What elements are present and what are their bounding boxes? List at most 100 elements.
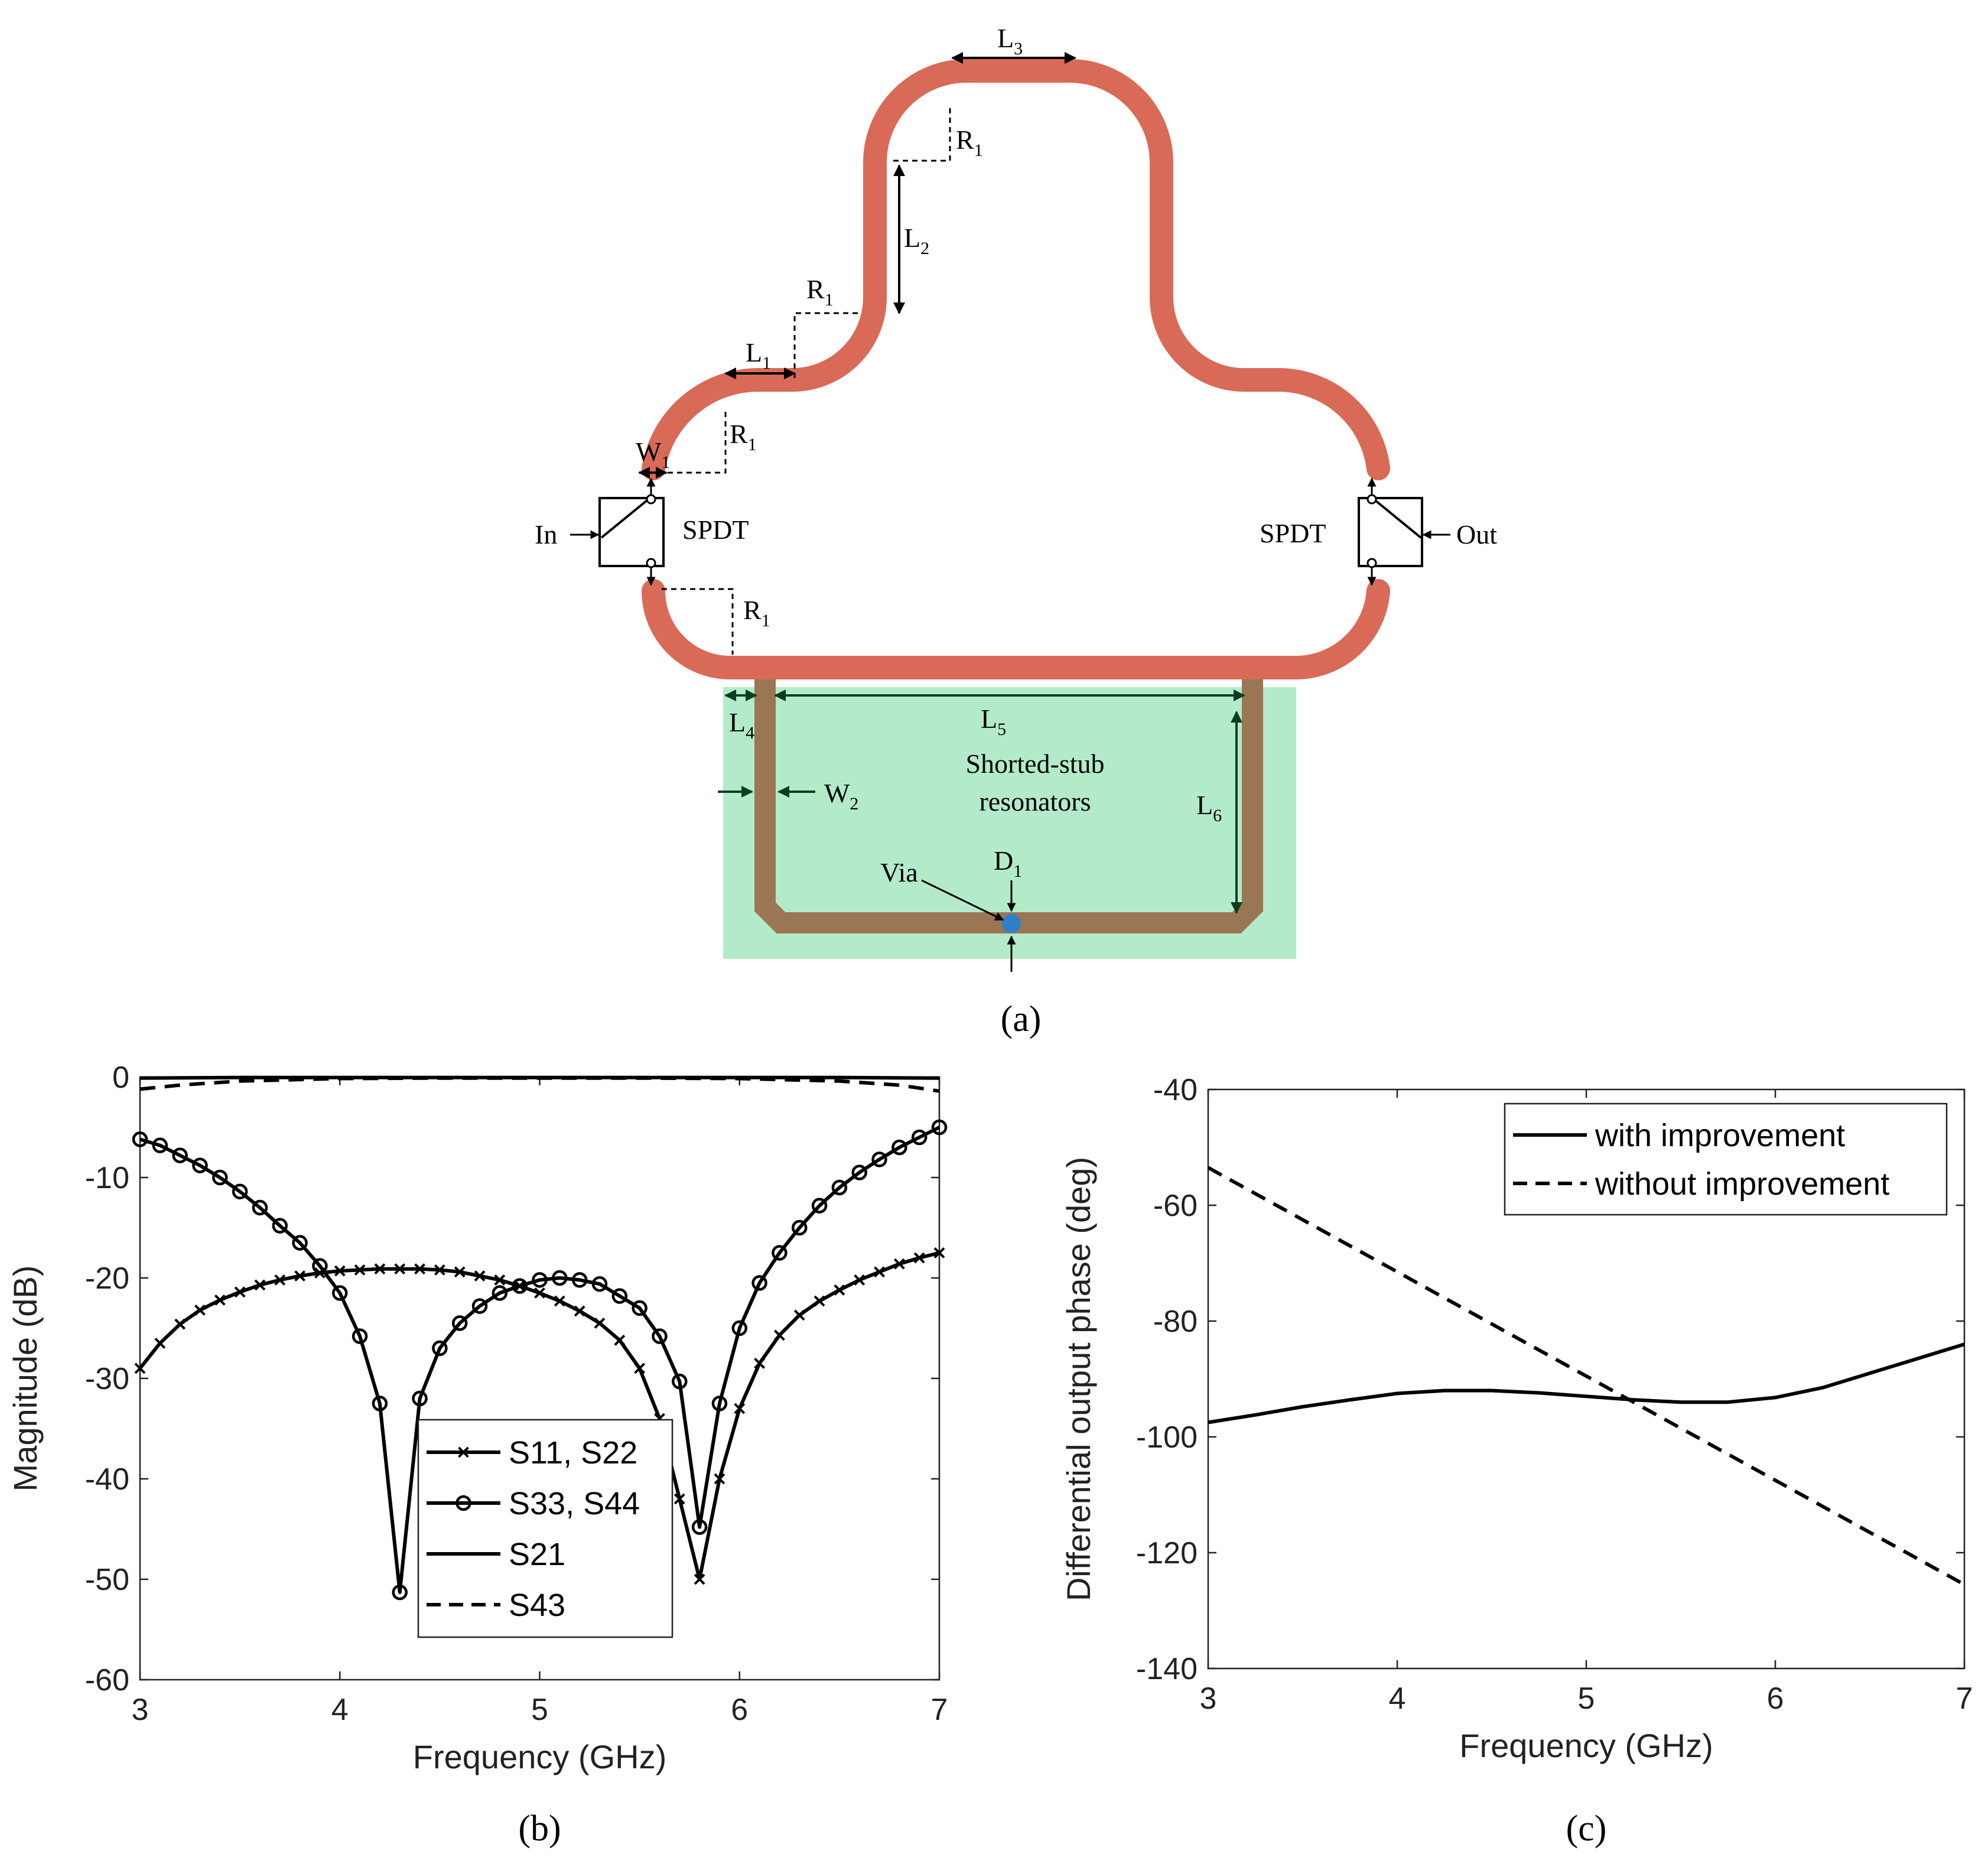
label-R1-mid: R1 <box>806 274 834 310</box>
label-R1-left-upper: R1 <box>730 419 757 454</box>
radius-guide-mid <box>793 312 860 378</box>
x-axis-label: Frequency (GHz) <box>413 1738 666 1775</box>
y-tick-label: -120 <box>1136 1536 1198 1570</box>
data-point-x <box>933 1247 945 1258</box>
layout-diagram: L3 R1 L2 R1 L1 R1 W1 R1 In Out SPDT SPDT… <box>535 23 1497 1039</box>
label-L6: L6 <box>1196 790 1222 825</box>
legend-entry-label: S43 <box>509 1588 565 1623</box>
label-L5: L5 <box>981 704 1006 739</box>
x-axis-label: Frequency (GHz) <box>1459 1727 1713 1764</box>
data-point-circle <box>512 1278 528 1294</box>
data-point-circle <box>332 1285 348 1301</box>
data-point-x <box>174 1318 186 1330</box>
label-L1: L1 <box>746 337 771 373</box>
data-point-circle <box>412 1390 428 1407</box>
label-shorted-stub-line2: resonators <box>979 786 1091 817</box>
data-point-circle <box>571 1272 588 1288</box>
data-point-x <box>574 1305 585 1317</box>
data-point-circle <box>372 1396 388 1411</box>
legend-entry-label: without improvement <box>1595 1166 1889 1202</box>
label-L2: L2 <box>904 223 929 258</box>
legend-entry-label: S11, S22 <box>509 1435 637 1471</box>
data-point-circle <box>652 1328 668 1344</box>
legend-swatch-x <box>458 1446 469 1458</box>
data-point-circle <box>152 1137 168 1153</box>
data-point-x <box>214 1294 226 1306</box>
data-point-x <box>554 1295 565 1307</box>
data-point-x <box>134 1362 146 1374</box>
x-tick-label: 3 <box>1200 1681 1217 1716</box>
data-point-x <box>374 1263 386 1275</box>
data-point-x <box>834 1284 845 1296</box>
data-point-x <box>434 1264 445 1276</box>
data-point-circle <box>851 1165 867 1180</box>
data-point-x <box>614 1334 626 1346</box>
data-point-x <box>793 1309 805 1321</box>
radius-guide-left-upper <box>668 408 727 474</box>
data-point-circle <box>931 1119 948 1136</box>
data-point-x <box>474 1270 486 1282</box>
y-tick-label: -50 <box>85 1563 129 1597</box>
y-tick-label: -40 <box>85 1462 129 1497</box>
data-point-circle <box>492 1285 508 1301</box>
data-point-circle <box>532 1272 548 1288</box>
data-point-x <box>854 1274 866 1286</box>
data-point-x <box>294 1270 306 1282</box>
data-point-x <box>714 1473 725 1485</box>
x-tick-label: 6 <box>731 1693 748 1727</box>
data-point-circle <box>591 1276 608 1292</box>
series-line-s33-s44 <box>139 1126 941 1595</box>
data-point-circle <box>672 1373 688 1390</box>
legend-box <box>1504 1102 1948 1216</box>
data-point-circle <box>911 1129 928 1146</box>
chart-caption: (c) <box>1566 1809 1607 1849</box>
data-point-circle <box>691 1519 708 1535</box>
spdt-right-switch <box>1358 477 1450 586</box>
x-tick-label: 3 <box>132 1693 149 1727</box>
label-out: Out <box>1456 519 1497 549</box>
data-point-circle <box>252 1199 268 1216</box>
data-point-circle <box>471 1298 488 1314</box>
label-in: In <box>535 519 557 549</box>
data-point-circle <box>352 1328 368 1344</box>
data-point-x <box>194 1304 206 1316</box>
data-point-circle <box>132 1131 148 1147</box>
data-point-circle <box>272 1218 288 1234</box>
data-point-circle <box>552 1270 568 1286</box>
x-tick-label: 7 <box>1956 1681 1973 1716</box>
y-tick-label: -30 <box>85 1362 129 1396</box>
data-point-x <box>893 1258 905 1270</box>
data-point-x <box>394 1263 406 1275</box>
caption-a: (a) <box>1001 999 1042 1039</box>
data-point-x <box>694 1573 705 1585</box>
data-point-circle <box>392 1584 408 1601</box>
data-point-circle <box>611 1288 628 1304</box>
x-tick-label: 5 <box>1578 1681 1595 1716</box>
label-L3: L3 <box>997 23 1023 58</box>
data-point-x <box>814 1295 825 1307</box>
label-W1: W1 <box>636 437 670 472</box>
data-point-circle <box>751 1275 767 1291</box>
radius-guide-top <box>893 106 951 162</box>
y-tick-label: -60 <box>1153 1189 1198 1223</box>
y-tick-label: -10 <box>85 1161 129 1195</box>
data-point-x <box>634 1362 646 1374</box>
y-tick-label: -40 <box>1153 1073 1198 1107</box>
data-point-circle <box>232 1183 248 1200</box>
y-tick-label: -140 <box>1136 1652 1198 1686</box>
data-point-x <box>754 1358 765 1369</box>
label-D1: D1 <box>994 845 1022 881</box>
data-point-x <box>414 1263 425 1275</box>
y-axis-label: Differential output phase (deg) <box>1060 1157 1097 1601</box>
data-point-x <box>773 1329 785 1341</box>
radius-guide-left-lower <box>662 588 734 655</box>
label-shorted-stub-line1: Shorted-stub <box>965 749 1104 779</box>
series-line-s43 <box>139 1076 940 1093</box>
lower-branch-trace <box>642 579 1390 680</box>
data-point-x <box>874 1266 885 1278</box>
legend-swatch-circle <box>455 1495 471 1511</box>
data-point-x <box>354 1264 366 1276</box>
label-L4: L4 <box>729 707 754 743</box>
